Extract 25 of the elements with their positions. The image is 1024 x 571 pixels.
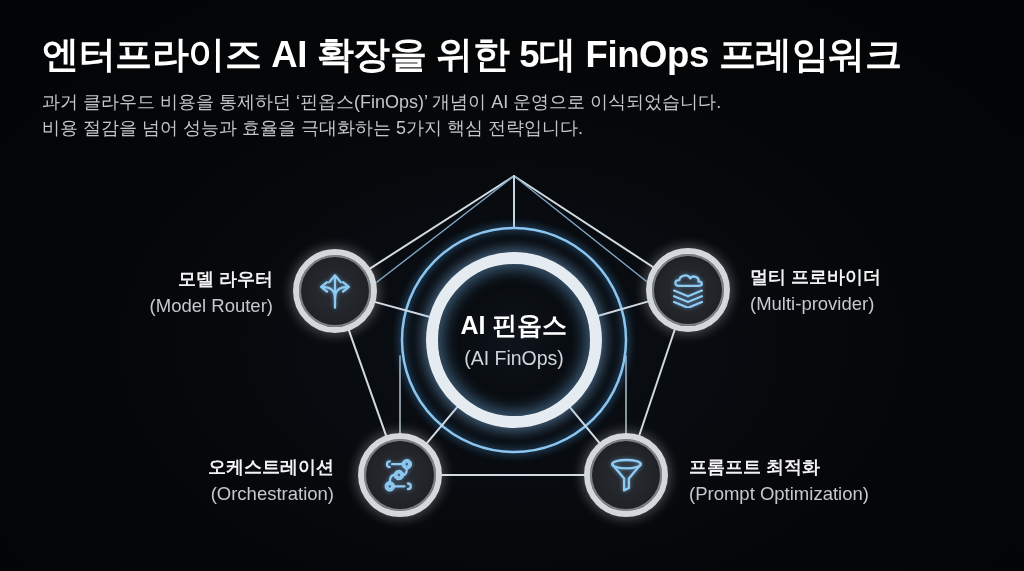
connector-line [374, 301, 431, 318]
icon-circle [584, 433, 668, 517]
subtitle-text: 과거 클라우드 비용을 통제하던 ‘핀옵스(FinOps)’ 개념이 AI 운영으로 이식되었습니다. [42, 91, 722, 114]
connector-line [348, 329, 387, 437]
hub-circle [426, 252, 602, 428]
connector-line [426, 406, 459, 444]
node-label: 오케스트레이션 [208, 456, 334, 479]
node-sublabel: (Orchestration) [209, 482, 334, 506]
node-sublabel: (Multi-provider) [750, 292, 876, 316]
icon-circle [293, 249, 377, 333]
node-sublabel: (Prompt Optimization) [689, 482, 869, 506]
title: 엔터프라이즈 AI 확장을 위한 5대 FinOps 프레임워크 [42, 33, 902, 77]
subtitle-text: 비용 절감을 넘어 성능과 효율을 극대화하는 5가지 핵심 전략입니다. [42, 117, 584, 140]
connector-line [569, 406, 601, 444]
connector-line [597, 300, 649, 317]
icon-circle [358, 433, 442, 517]
node-label: 프롬프트 최적화 [689, 456, 821, 479]
connector-line [441, 474, 585, 476]
icon-circle [646, 248, 730, 332]
node-label: 멀티 프로바이더 [750, 266, 881, 289]
hub-subtitle: (AI FinOps) [464, 345, 564, 371]
node-sublabel: (Model Router) [149, 294, 273, 318]
connector-line [638, 328, 676, 437]
hub-title: AI 핀옵스 [460, 309, 568, 341]
node-label: 모델 라우터 [177, 268, 273, 291]
